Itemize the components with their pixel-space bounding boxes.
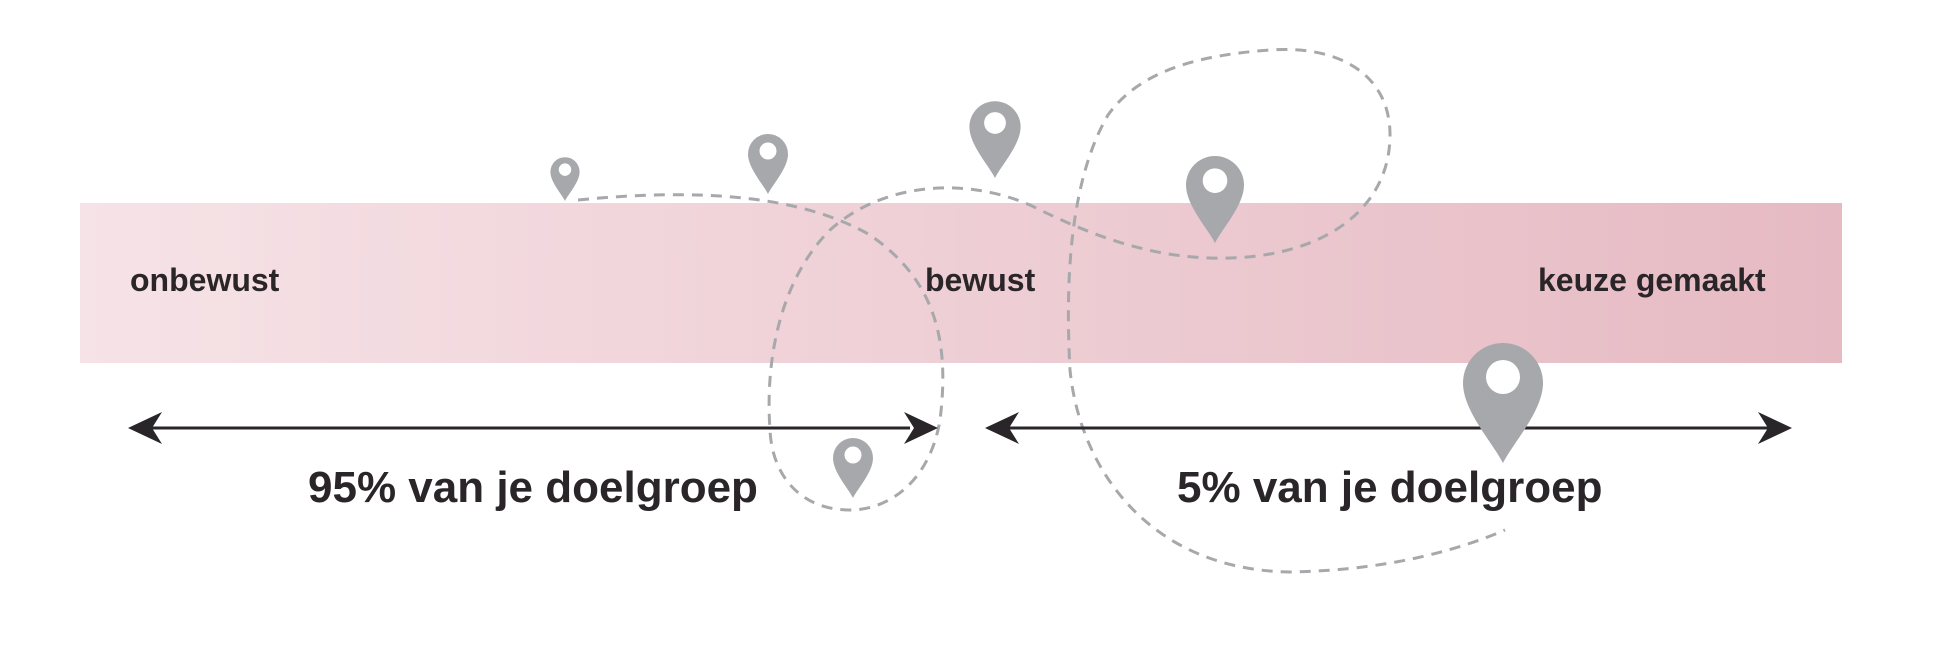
map-pin-icon [550,157,580,201]
stage-label-onbewust: onbewust [130,262,280,298]
right-range-arrow [985,412,1792,444]
map-pin-icon [1186,156,1244,243]
map-pin-icon [969,101,1021,178]
journey-path [577,47,1506,574]
stage-label-keuze-gemaakt: keuze gemaakt [1538,262,1766,298]
left-range-arrow [128,412,938,444]
right-arrowhead-end [1758,412,1792,444]
map-pin-icon [833,438,873,498]
group-label-95: 95% van je doelgroep [308,463,758,512]
map-pin-icon [1463,343,1543,463]
awareness-band [80,203,1842,363]
stage-label-bewust: bewust [925,262,1036,298]
map-pin-icon [748,134,788,194]
right-arrowhead-start [985,412,1019,444]
left-arrowhead-end [904,412,938,444]
left-arrowhead-start [128,412,162,444]
group-label-5: 5% van je doelgroep [1177,463,1603,512]
